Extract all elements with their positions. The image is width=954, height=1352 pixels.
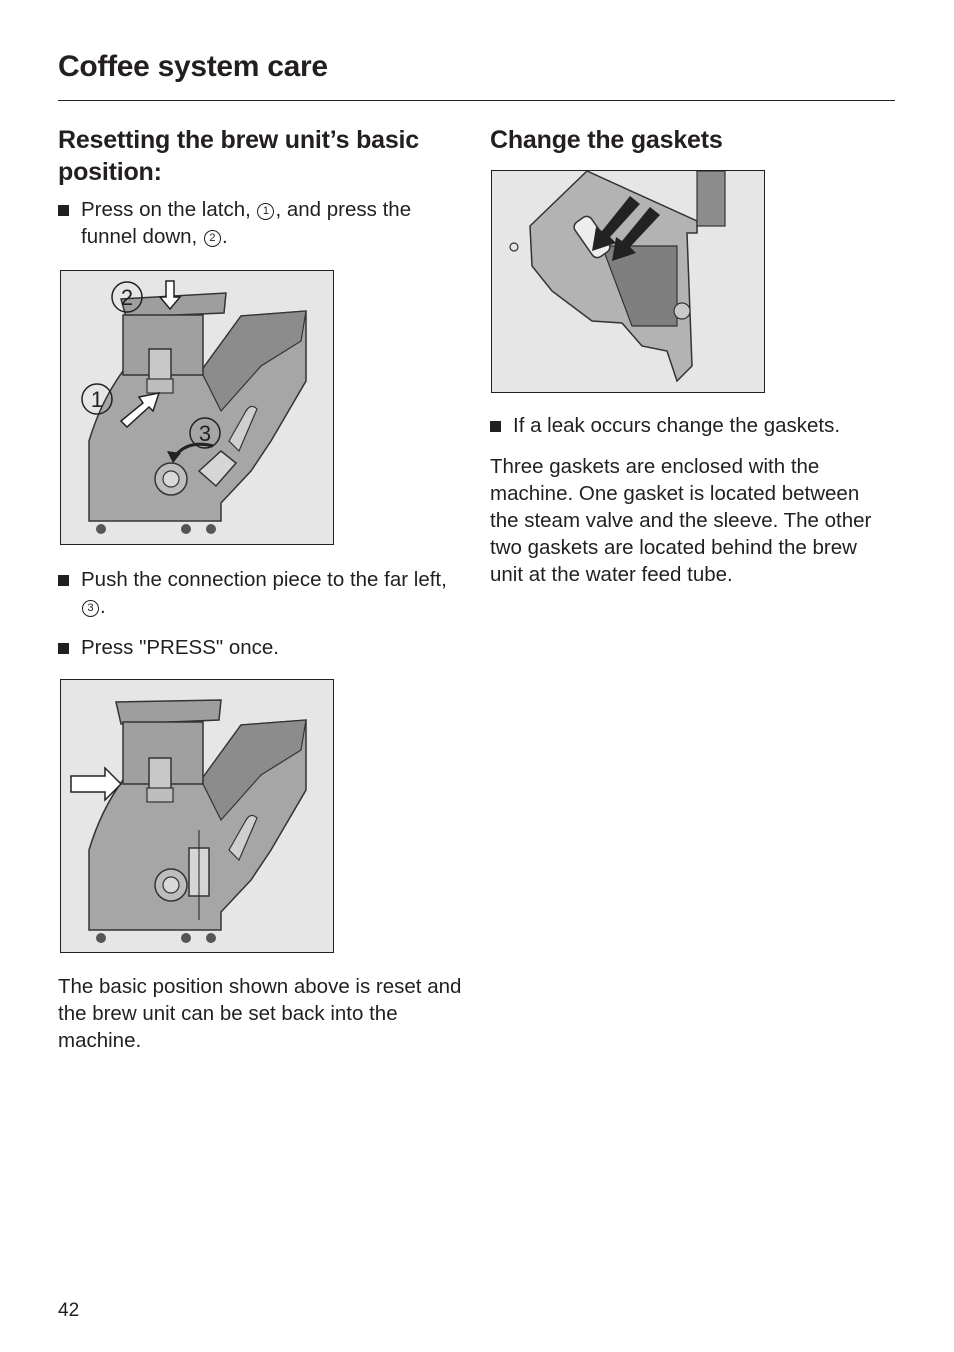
callout-1-icon: 1 xyxy=(257,203,275,220)
bullet-square-icon xyxy=(58,575,69,586)
figure1-label-1: 1 xyxy=(91,387,103,412)
brew-unit-basic-position-figure xyxy=(60,679,334,953)
resetting-heading: Resetting the brew unit’s basic position… xyxy=(58,126,419,186)
figure1-label-2: 2 xyxy=(121,285,133,310)
bullet-square-icon xyxy=(58,643,69,654)
step-push-connection: Push the connection piece to the far lef… xyxy=(58,566,468,620)
page-number: 42 xyxy=(58,1300,80,1321)
brew-unit-latch-figure: 2 1 3 xyxy=(60,270,334,545)
figure1-label-3: 3 xyxy=(199,421,211,446)
step-press-latch: Press on the latch, 1, and press the fun… xyxy=(58,196,468,250)
callout-3-icon: 3 xyxy=(82,600,99,617)
change-gaskets-heading: Change the gaskets xyxy=(490,126,723,154)
left-column-steps: Push the connection piece to the far lef… xyxy=(58,566,468,661)
bullet-square-icon xyxy=(58,205,69,216)
page-title: Coffee system care xyxy=(58,50,328,83)
gaskets-figure xyxy=(491,170,765,393)
title-divider xyxy=(58,100,895,101)
right-column-text: If a leak occurs change the gaskets. Thr… xyxy=(490,412,900,588)
callout-2-icon: 2 xyxy=(203,230,221,247)
left-column: Resetting the brew unit’s basic position… xyxy=(58,124,468,250)
closing-paragraph: The basic position shown above is reset … xyxy=(58,975,462,1052)
gaskets-paragraph: Three gaskets are enclosed with the mach… xyxy=(490,455,872,586)
step-press-once: Press "PRESS" once. xyxy=(58,634,468,661)
leak-instruction: If a leak occurs change the gaskets. xyxy=(490,412,900,439)
bullet-square-icon xyxy=(490,421,501,432)
right-column: Change the gaskets xyxy=(490,124,900,164)
